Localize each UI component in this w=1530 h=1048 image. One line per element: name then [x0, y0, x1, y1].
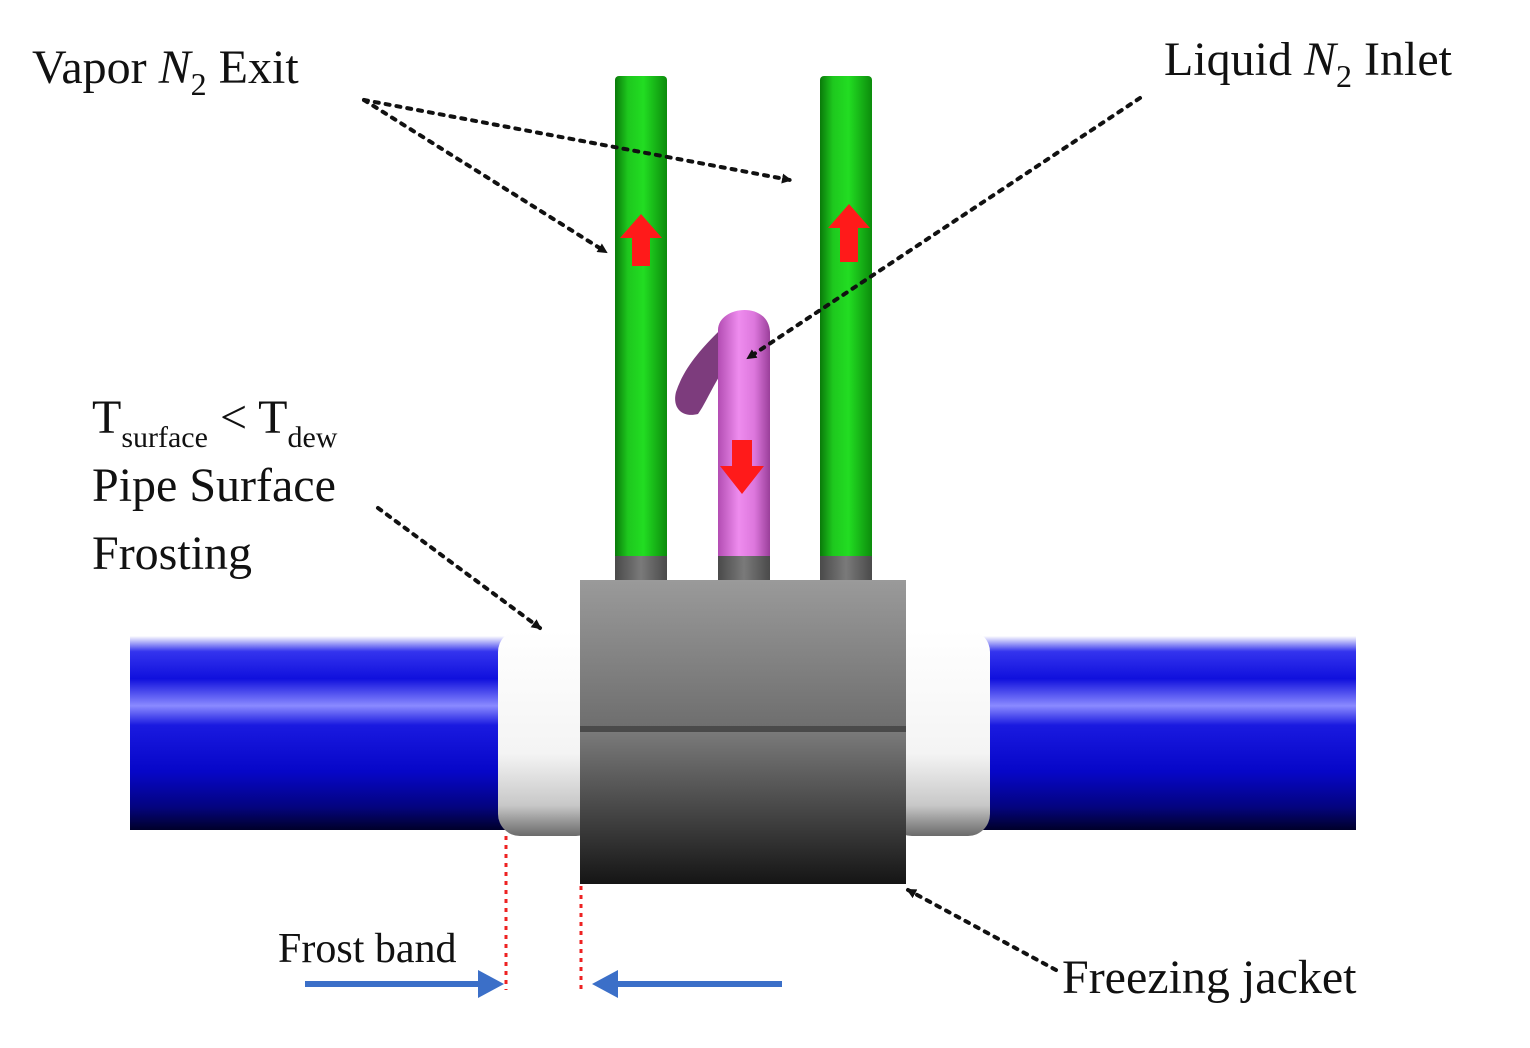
leader-liquid-inlet — [746, 96, 1142, 360]
liquid-inlet-pipe — [718, 309, 770, 562]
liquid-inlet-symbol: N — [1304, 33, 1337, 86]
freezing-jacket-bottom — [580, 732, 906, 884]
leader-vapor-exit-left — [362, 98, 608, 254]
vapor-exit-prefix: Vapor — [32, 41, 159, 94]
freezing-jacket-top — [580, 580, 906, 728]
vapor-exit-symbol: N — [158, 41, 191, 94]
condition-t2: T — [258, 391, 288, 444]
liquid-inlet-suffix: Inlet — [1352, 33, 1452, 86]
main-pipe-left — [130, 636, 508, 830]
vapor-exit-subscript: 2 — [190, 66, 207, 102]
collar-right — [820, 556, 872, 584]
vapor-exit-pipe-right — [820, 76, 872, 562]
frost-band-left — [498, 630, 598, 836]
condition-operator: < — [207, 391, 259, 444]
frosting-label-line2: Frosting — [92, 527, 253, 580]
vapor-exit-pipe-left — [615, 76, 667, 562]
dew-condition-label: Tsurface < Tdew — [92, 391, 337, 453]
frosting-label-line1: Pipe Surface — [92, 459, 336, 512]
main-pipe-right — [978, 636, 1356, 830]
flow-arrow-up-right — [828, 204, 870, 262]
freezing-jacket-label: Freezing jacket — [1062, 951, 1357, 1004]
leader-frosting — [376, 506, 542, 630]
liquid-inlet-subscript: 2 — [1336, 58, 1353, 94]
condition-t1-subscript: surface — [121, 421, 208, 454]
freezing-jacket-seam — [580, 726, 906, 732]
liquid-inlet-label: Liquid N2 Inlet — [1164, 33, 1452, 93]
liquid-inlet-prefix: Liquid — [1164, 33, 1304, 86]
frost-band-arrow-left-head — [478, 970, 504, 998]
vapor-exit-label: Vapor N2 Exit — [32, 41, 299, 101]
condition-t2-subscript: dew — [287, 421, 338, 454]
frost-band-label: Frost band — [278, 926, 457, 972]
condition-t1: T — [92, 391, 122, 444]
leader-vapor-exit-right — [362, 98, 792, 184]
flow-arrow-up-left — [620, 214, 662, 266]
flow-arrow-down — [720, 440, 764, 494]
collar-left — [615, 556, 667, 584]
frost-band-arrow-right-head — [592, 970, 618, 998]
collar-middle — [718, 556, 770, 584]
vapor-exit-suffix: Exit — [206, 41, 299, 94]
leader-freezing-jacket — [906, 888, 1058, 972]
frost-band-right — [890, 630, 990, 836]
